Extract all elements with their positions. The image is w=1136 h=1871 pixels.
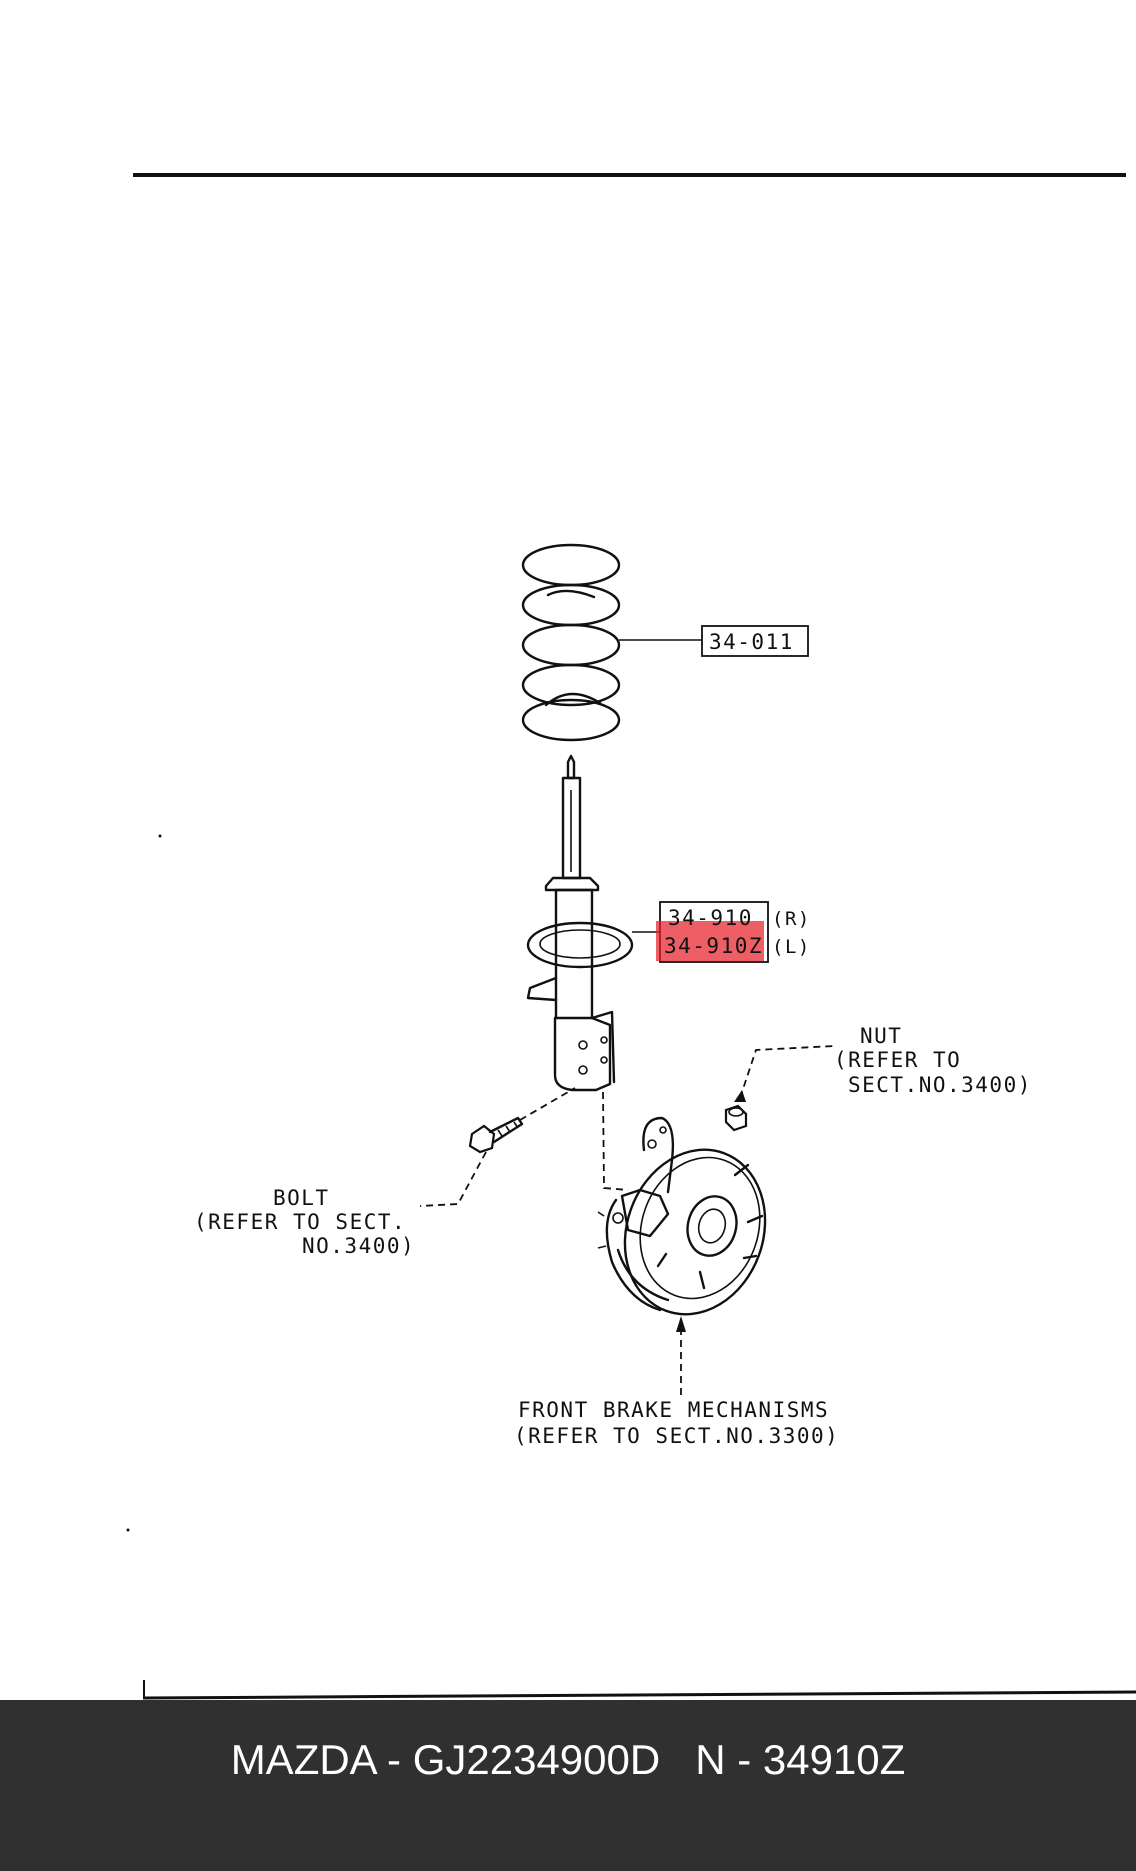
strut-assembly (526, 754, 634, 1092)
nut-label-line3: SECT.NO.3400) (848, 1073, 1032, 1097)
brake-label-line2: (REFER TO SECT.NO.3300) (514, 1424, 839, 1448)
knuckle-brake-assembly (597, 1116, 767, 1316)
strut-part-r-side: (R) (772, 908, 811, 930)
nut-label-line2: (REFER TO (834, 1048, 961, 1072)
bolt-label-line3: NO.3400) (302, 1234, 415, 1258)
bolt-label-line1: BOLT (273, 1186, 330, 1210)
strut-part-r-label: 34-910 (668, 906, 753, 930)
strut-part-l-side: (L) (772, 936, 811, 958)
bolt (468, 1116, 524, 1154)
bolt-label-line2: (REFER TO SECT. (194, 1210, 406, 1234)
brake-label-line1: FRONT BRAKE MECHANISMS (518, 1398, 829, 1422)
strut-part-l-label: 34-910Z (664, 934, 763, 958)
parts-diagram: 34-011 34-910 (R) 34-910Z (L) BOLT (REFE… (126, 173, 1136, 1700)
coil-spring (521, 543, 621, 742)
spring-part-label: 34-011 (709, 630, 794, 654)
footer-caption: MAZDA - GJ2234900D N - 34910Z (230, 1736, 906, 1783)
footer-caption-bar: MAZDA - GJ2234900D N - 34910Z (0, 1700, 1136, 1871)
bottom-border-line (142, 1690, 1136, 1700)
strut-part-highlight (656, 921, 764, 961)
spring-part-box (701, 625, 809, 657)
nut (724, 1104, 748, 1132)
nut-label-line1: NUT (860, 1024, 902, 1048)
